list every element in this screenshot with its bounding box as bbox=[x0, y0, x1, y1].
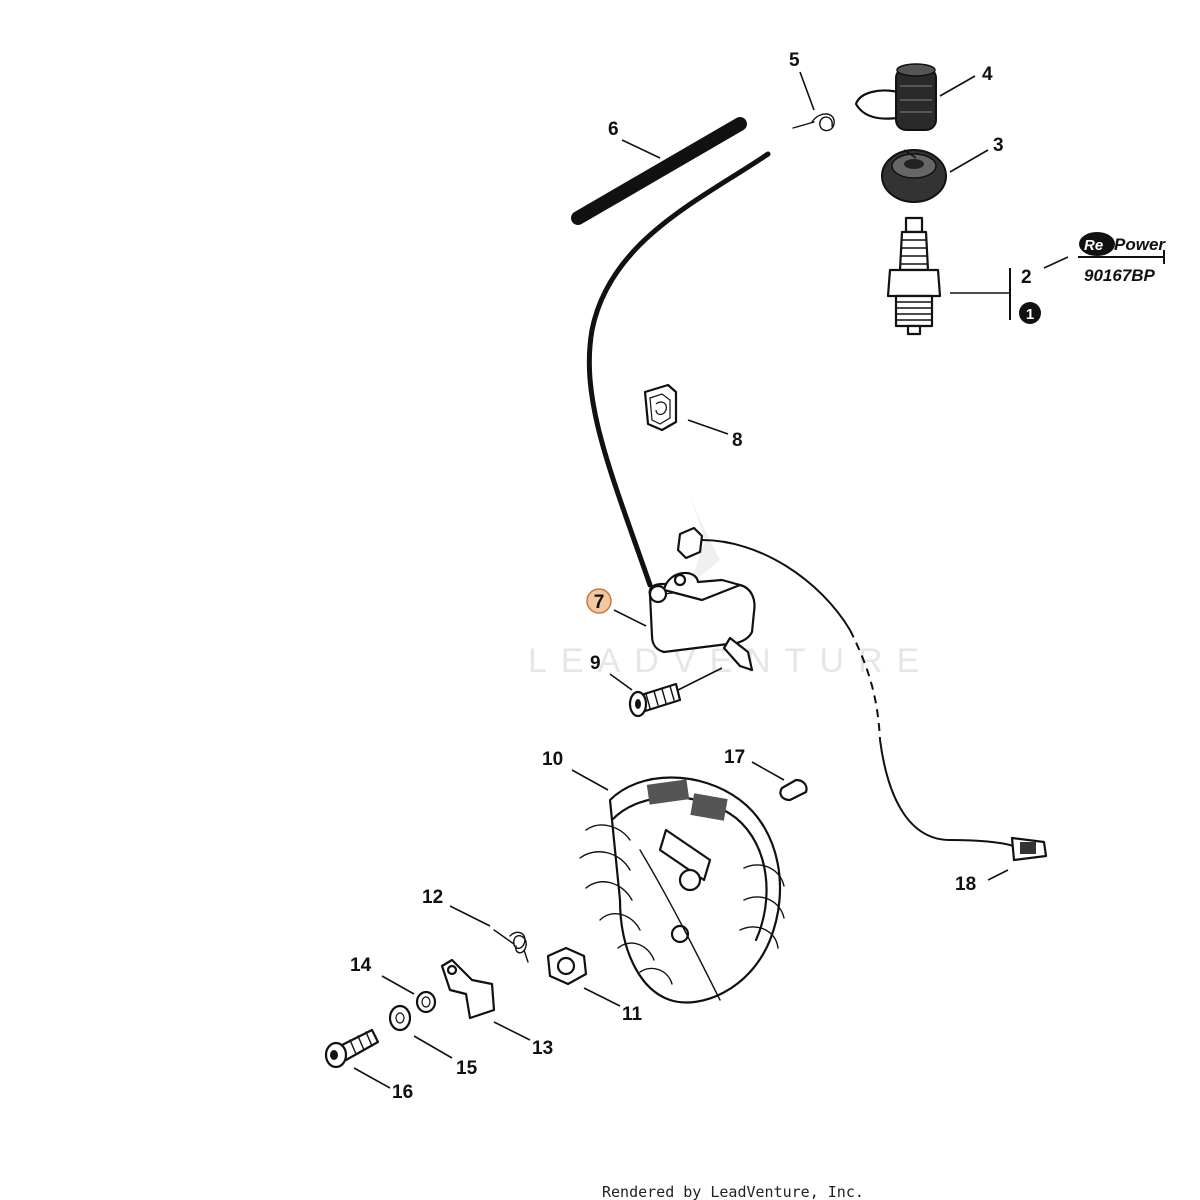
callout-5[interactable]: 5 bbox=[789, 50, 800, 71]
repower-part-number[interactable]: 90167BP bbox=[1084, 266, 1156, 285]
part-6-tube[interactable] bbox=[571, 117, 747, 225]
callout-7-highlight bbox=[586, 588, 612, 614]
part-18-ground-wire[interactable] bbox=[676, 526, 1048, 862]
leader-13 bbox=[493, 1021, 531, 1041]
part-3-grommet[interactable] bbox=[881, 149, 947, 203]
repower-brand-re: Re bbox=[1084, 237, 1103, 254]
part-9-screw[interactable] bbox=[628, 682, 682, 718]
part-5-spring-clip[interactable] bbox=[792, 113, 835, 132]
part-8-clip[interactable] bbox=[643, 383, 678, 432]
part-12-spring[interactable] bbox=[493, 929, 529, 963]
part-14-spacer[interactable] bbox=[415, 990, 437, 1014]
leader-15 bbox=[413, 1035, 453, 1059]
callout-8[interactable]: 8 bbox=[732, 430, 743, 451]
leader-14 bbox=[381, 975, 415, 995]
footer-credit: Rendered by LeadVenture, Inc. bbox=[602, 1183, 864, 1200]
leader-12 bbox=[449, 905, 491, 927]
leader-11 bbox=[583, 987, 621, 1007]
callout-1-label: 1 bbox=[1026, 306, 1034, 323]
part-2-spark-plug[interactable] bbox=[886, 216, 942, 336]
leader-9a bbox=[609, 673, 633, 691]
part-13-bracket[interactable] bbox=[440, 958, 496, 1020]
part-4-plug-boot[interactable] bbox=[854, 63, 937, 131]
leader-16 bbox=[353, 1067, 391, 1089]
callout-3[interactable]: 3 bbox=[993, 135, 1004, 156]
leader-3 bbox=[949, 149, 989, 173]
leader-8 bbox=[687, 419, 729, 435]
callout-6[interactable]: 6 bbox=[608, 119, 619, 140]
leader-7 bbox=[613, 609, 647, 627]
callout-13[interactable]: 13 bbox=[532, 1038, 553, 1059]
repower-brand-power: Power bbox=[1114, 235, 1166, 254]
callout-7-label: 7 bbox=[594, 592, 605, 613]
callout-12[interactable]: 12 bbox=[422, 887, 443, 908]
callout-17[interactable]: 17 bbox=[724, 747, 745, 768]
callout-14[interactable]: 14 bbox=[350, 955, 372, 976]
part-11-nut[interactable] bbox=[546, 946, 588, 986]
callout-7[interactable]: 7 bbox=[586, 588, 612, 614]
leader-9b bbox=[677, 667, 723, 691]
part-16-bolt[interactable] bbox=[324, 1028, 380, 1069]
callout-2[interactable]: 2 bbox=[1021, 267, 1032, 288]
callout-18[interactable]: 18 bbox=[955, 874, 976, 895]
leader-18 bbox=[987, 869, 1009, 881]
part-15-washer[interactable] bbox=[388, 1004, 412, 1032]
callout-4[interactable]: 4 bbox=[982, 64, 993, 85]
part-17-key[interactable] bbox=[779, 778, 808, 802]
part-10-flywheel[interactable] bbox=[579, 776, 785, 1004]
callout-15[interactable]: 15 bbox=[456, 1058, 478, 1079]
callout-9[interactable]: 9 bbox=[590, 653, 601, 674]
leader-4 bbox=[939, 75, 976, 97]
callout-10[interactable]: 10 bbox=[542, 749, 563, 770]
callout-labels: 2 3 4 5 6 8 9 10 11 12 13 14 15 16 17 18 bbox=[350, 50, 1032, 1103]
leader-17 bbox=[751, 761, 785, 781]
callout-16[interactable]: 16 bbox=[392, 1082, 413, 1103]
leader-5 bbox=[799, 71, 815, 111]
callout-1[interactable]: 1 bbox=[1019, 302, 1041, 324]
part-7-ignition-coil[interactable] bbox=[648, 572, 756, 672]
leader-6 bbox=[621, 139, 661, 159]
leader-2 bbox=[1043, 256, 1069, 269]
leader-10 bbox=[571, 769, 609, 791]
ignition-lead-wire bbox=[586, 151, 771, 588]
repower-logo: Re Power bbox=[1078, 232, 1166, 264]
callout-11[interactable]: 11 bbox=[622, 1004, 643, 1025]
